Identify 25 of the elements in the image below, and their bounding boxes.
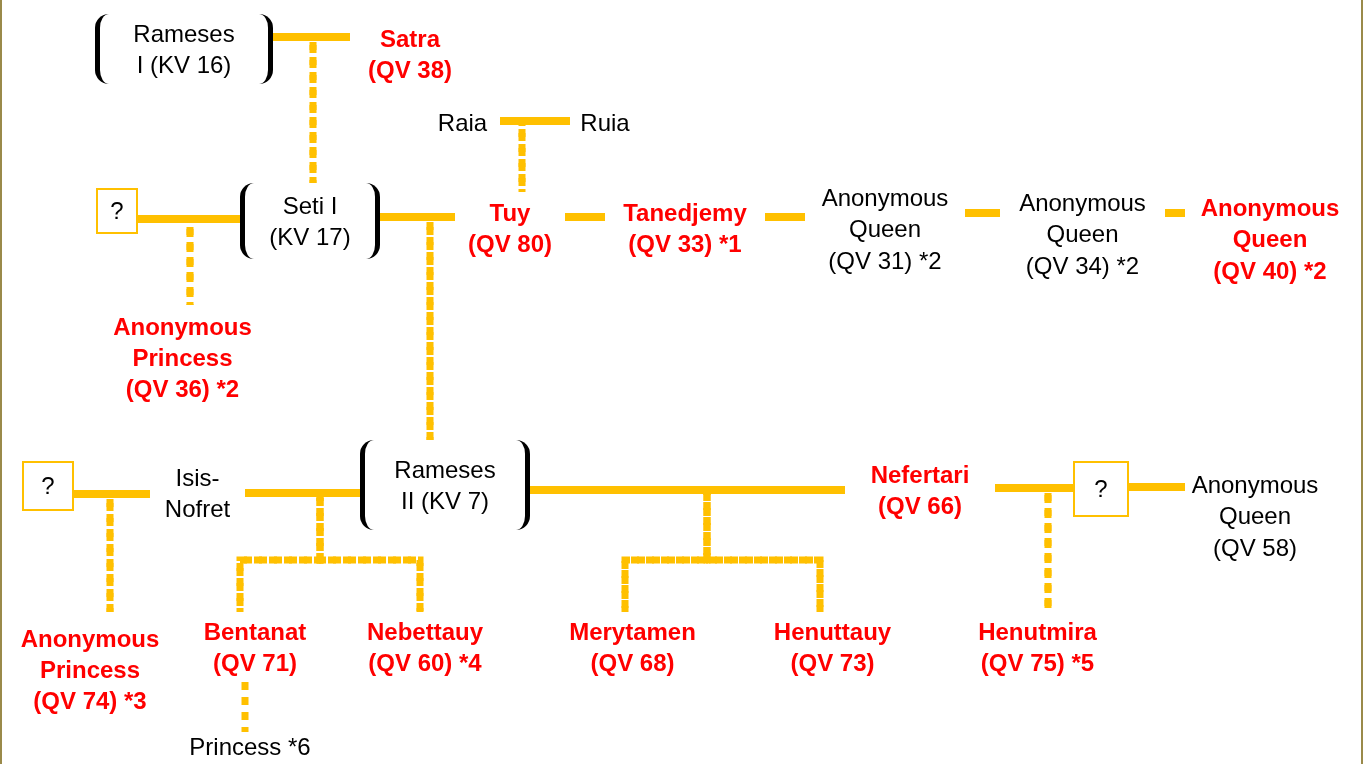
person-name: Anonymous Queen (QV 40) *2 [1185, 183, 1355, 295]
person-name: Henutmira (QV 75) *5 [960, 612, 1115, 682]
person-name: Raia [425, 106, 500, 140]
person-name: Satra (QV 38) [350, 18, 470, 90]
person-name: Ruia [570, 106, 640, 140]
person-name: Tanedjemy (QV 33) *1 [605, 192, 765, 264]
person-name: Anonymous Queen (QV 31) *2 [805, 175, 965, 283]
bracketed-name: Rameses II (KV 7) [360, 440, 530, 530]
bracketed-name: Seti I (KV 17) [240, 183, 380, 259]
person-name: Anonymous Princess (QV 36) *2 [90, 305, 275, 410]
person-name: Henuttauy (QV 73) [755, 612, 910, 682]
unknown-person-box: ? [22, 461, 74, 511]
person-name: Anonymous Queen (QV 34) *2 [1000, 180, 1165, 288]
person-name: Nebettauy (QV 60) *4 [350, 612, 500, 682]
person-name: Anonymous Princess (QV 74) *3 [5, 612, 175, 727]
person-name: Anonymous Queen (QV 58) [1185, 462, 1325, 570]
unknown-person-box: ? [96, 188, 138, 234]
person-name: Tuy (QV 80) [455, 192, 565, 264]
person-name: Merytamen (QV 68) [550, 612, 715, 682]
person-name: Isis-Nofret [150, 460, 245, 526]
person-name: Princess *6 [170, 732, 330, 762]
person-name: Nefertari (QV 66) [845, 455, 995, 525]
bracketed-name: Rameses I (KV 16) [95, 14, 273, 84]
person-name: Bentanat (QV 71) [185, 612, 325, 682]
unknown-person-box: ? [1073, 461, 1129, 517]
